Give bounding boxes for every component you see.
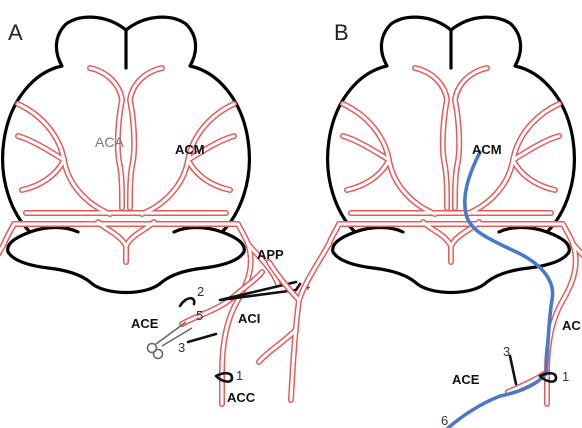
panel-b-brain	[259, 17, 582, 404]
number-2: 2	[197, 284, 204, 299]
label-acm-a: ACM	[175, 142, 205, 157]
label-aci: ACI	[238, 311, 260, 326]
number-6: 6	[441, 413, 448, 428]
label-ace-a: ACE	[131, 316, 159, 331]
label-acc: ACC	[227, 390, 256, 405]
number-3-a: 3	[178, 340, 185, 355]
label-acm-b: ACM	[472, 142, 502, 157]
number-1-b: 1	[562, 369, 569, 384]
number-3-b: 3	[503, 344, 510, 359]
number-1-a: 1	[236, 368, 243, 383]
panel-b: B ACM ACE AC 1 3 6	[259, 17, 582, 428]
number-5: 5	[196, 308, 203, 323]
panel-a-brain	[0, 17, 278, 404]
panel-a: A ACA	[0, 17, 310, 405]
suture-3-b	[510, 356, 516, 384]
suture-3	[188, 334, 216, 342]
panel-letter-a: A	[8, 20, 23, 45]
label-aca: ACA	[95, 134, 124, 150]
panel-letter-b: B	[334, 20, 349, 45]
label-ace-b: ACE	[452, 372, 480, 387]
label-ac-clipped: AC	[562, 318, 581, 333]
suture-2	[180, 298, 194, 306]
